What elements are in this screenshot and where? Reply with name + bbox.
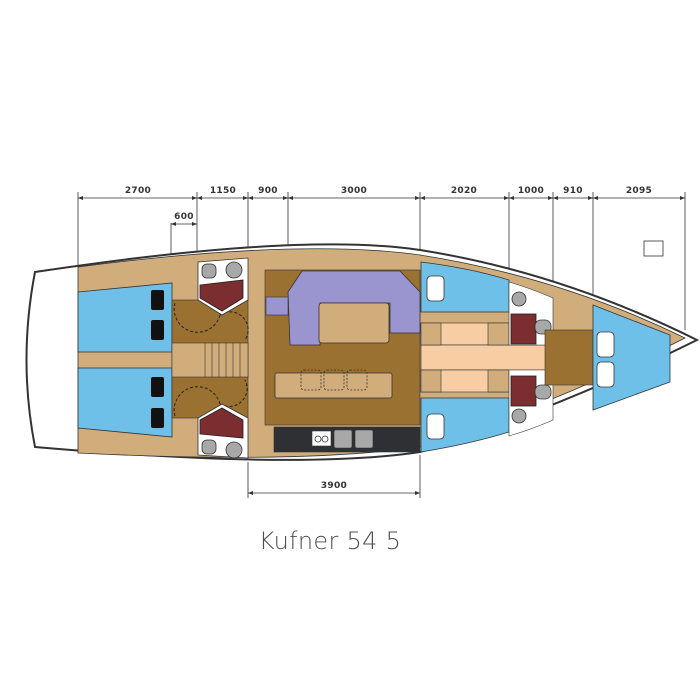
dimension-arrows [78, 196, 685, 226]
dim-1000: 1000 [518, 186, 544, 196]
marker-square [643, 240, 664, 257]
dimension-labels-top: 2700 1150 900 3000 2020 1000 910 2095 60… [125, 186, 652, 222]
saloon-table [318, 302, 390, 344]
sink-1 [333, 429, 353, 449]
aft-heads [197, 257, 249, 459]
stair-steps [204, 343, 241, 377]
forward-heads [508, 281, 554, 437]
aft-cabins [77, 282, 173, 438]
dimension-bottom [247, 455, 421, 498]
dim-1150: 1150 [210, 186, 236, 196]
settee-side [265, 296, 289, 316]
dim-3900: 3900 [321, 481, 347, 491]
settee [287, 270, 421, 346]
bar-stools [300, 369, 368, 391]
dim-910: 910 [563, 186, 583, 196]
stove [311, 430, 332, 447]
forward-passage [544, 329, 594, 386]
bar-counter [274, 372, 393, 399]
forward-cabins [420, 261, 552, 453]
dim-3000: 3000 [341, 186, 367, 196]
dim-900: 900 [258, 186, 278, 196]
dim-600: 600 [174, 212, 194, 222]
stairs [171, 342, 249, 378]
sink-2 [354, 429, 374, 449]
page-title: Kufner 54 5 [258, 527, 402, 555]
dim-2700: 2700 [125, 186, 151, 196]
dim-2020: 2020 [451, 186, 477, 196]
dim-2095: 2095 [626, 186, 652, 196]
